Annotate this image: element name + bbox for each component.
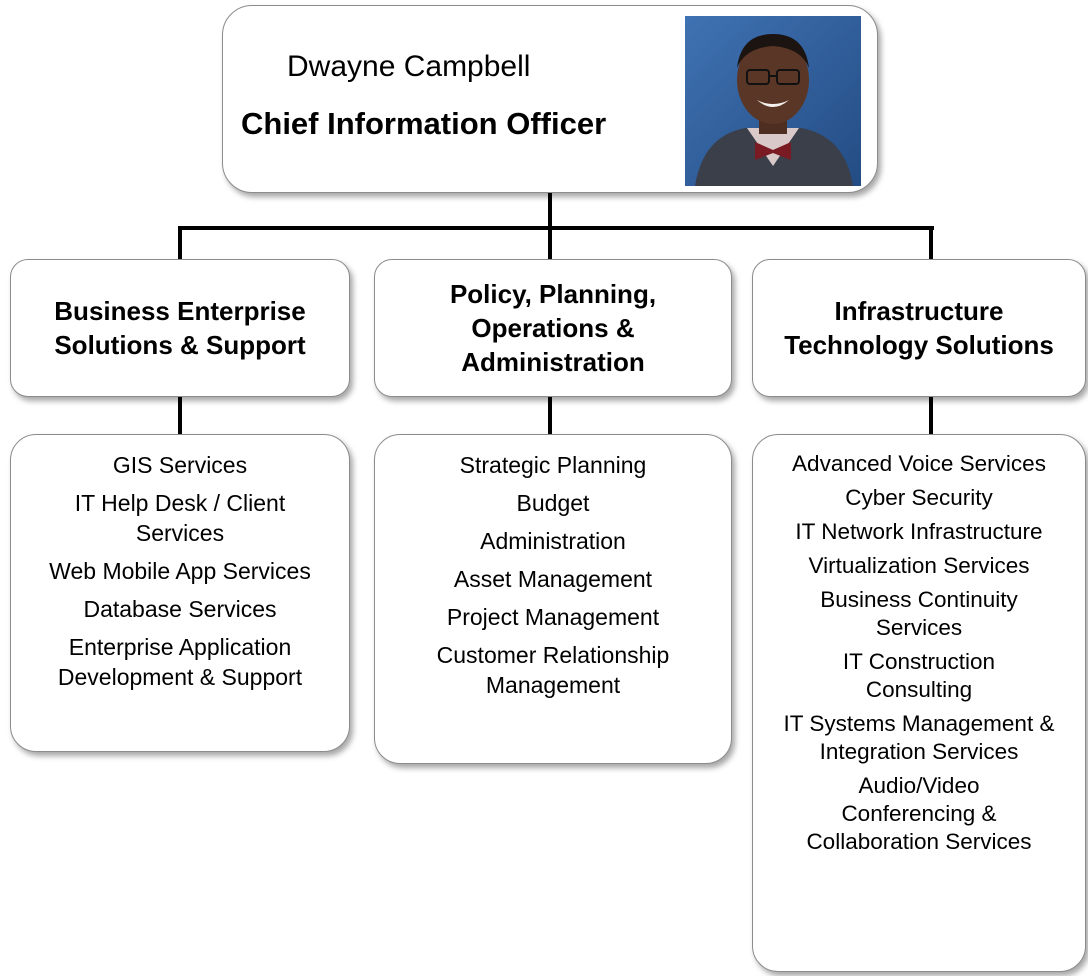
- service-item: Web Mobile App Services: [49, 558, 311, 584]
- photo-bowtie: [755, 142, 791, 160]
- connector-div-3-to-list: [929, 397, 933, 434]
- executive-node: Dwayne Campbell Chief Information Office…: [222, 5, 878, 193]
- service-item: Advanced Voice Services: [792, 451, 1046, 476]
- connector-drop-div-3: [929, 226, 933, 259]
- service-item: Audio/Video Conferencing & Collaboration…: [806, 773, 1032, 854]
- connector-drop-div-1: [178, 226, 182, 259]
- service-item: Administration: [480, 528, 626, 554]
- service-item: Budget: [516, 490, 590, 516]
- connector-div-1-to-list: [178, 397, 182, 434]
- service-item: IT Network Infrastructure: [795, 519, 1043, 544]
- service-item: Cyber Security: [845, 485, 993, 510]
- service-item: Project Management: [446, 604, 660, 630]
- service-item: GIS Services: [112, 452, 248, 478]
- service-item: IT Systems Management & Integration Serv…: [783, 711, 1055, 764]
- service-item: IT Help Desk / Client Services: [74, 490, 286, 546]
- photo-face: [737, 36, 809, 124]
- connector-horizontal-bar: [178, 226, 934, 230]
- service-item: IT Construction Consulting: [842, 649, 996, 702]
- division-heading-policy-planning: Policy, Planning, Operations & Administr…: [374, 259, 732, 397]
- service-item: Database Services: [83, 596, 277, 622]
- service-list-business-enterprise: GIS Services IT Help Desk / Client Servi…: [10, 434, 350, 752]
- service-item: Asset Management: [453, 566, 653, 592]
- executive-name: Dwayne Campbell: [287, 50, 531, 83]
- connector-ceo-down: [548, 193, 552, 230]
- service-item: Business Continuity Services: [820, 587, 1018, 640]
- service-item: Strategic Planning: [459, 452, 647, 478]
- division-heading-business-enterprise: Business Enterprise Solutions & Support: [10, 259, 350, 397]
- service-item: Enterprise Application Development & Sup…: [57, 634, 303, 690]
- executive-title: Chief Information Officer: [241, 106, 607, 141]
- connector-drop-div-2: [548, 226, 552, 259]
- photo-shirt: [747, 128, 799, 166]
- service-list-infrastructure: Advanced Voice Services Cyber Security I…: [752, 434, 1086, 972]
- service-list-policy-planning: Strategic Planning Budget Administration…: [374, 434, 732, 764]
- executive-photo: [685, 16, 861, 186]
- service-item: Virtualization Services: [808, 553, 1030, 578]
- service-item: Customer Relationship Management: [436, 642, 670, 698]
- connector-div-2-to-list: [548, 397, 552, 434]
- division-heading-infrastructure: Infrastructure Technology Solutions: [752, 259, 1086, 397]
